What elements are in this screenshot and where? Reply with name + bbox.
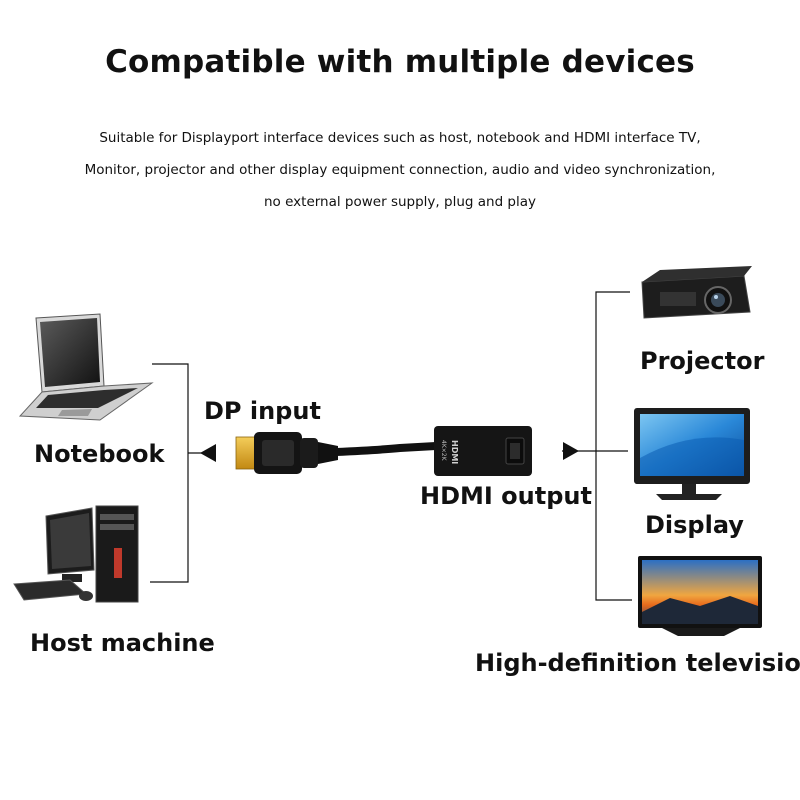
notebook-label: Notebook <box>34 440 165 468</box>
host-machine-label: Host machine <box>30 629 215 657</box>
hdmi-output-label: HDMI output <box>420 482 592 510</box>
output-bracket <box>562 291 632 601</box>
description-line-3: no external power supply, plug and play <box>263 194 537 210</box>
monitor-icon <box>634 408 750 500</box>
television-icon <box>638 556 762 636</box>
desktop-computer-icon <box>13 505 139 603</box>
description-line-1: Suitable for Displayport interface devic… <box>99 130 701 146</box>
adapter-body-text-main: HDMI <box>450 440 459 464</box>
laptop-icon <box>18 313 154 421</box>
display-label: Display <box>645 511 744 539</box>
hdtv-label: High-definition television <box>475 649 800 677</box>
adapter-body-text-sub: 4K×2K <box>440 440 447 462</box>
page-title: Compatible with multiple devices <box>105 44 695 80</box>
projector-label: Projector <box>640 347 765 375</box>
dp-to-hdmi-adapter: HDMI 4K×2K <box>235 426 532 476</box>
projector-icon <box>641 266 752 319</box>
source-bracket <box>150 363 216 583</box>
arrow-right-icon <box>563 442 579 460</box>
dp-input-label: DP input <box>204 397 321 425</box>
arrow-left-icon <box>200 444 216 462</box>
description-line-2: Monitor, projector and other display equ… <box>84 162 716 178</box>
